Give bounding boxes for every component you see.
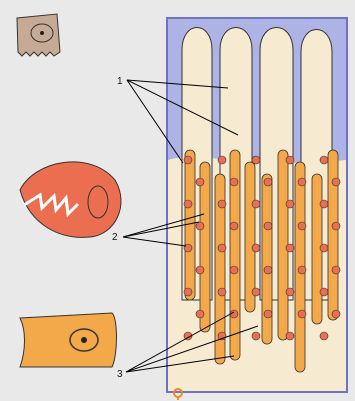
crypt-10 bbox=[328, 150, 338, 320]
paneth-cell-33 bbox=[252, 288, 260, 296]
paneth-cell-4 bbox=[286, 156, 294, 164]
paneth-cell-29 bbox=[298, 266, 306, 274]
label-1: 1 bbox=[117, 76, 123, 87]
paneth-cell-5 bbox=[320, 156, 328, 164]
paneth-cell-19 bbox=[298, 222, 306, 230]
paneth-cell-30 bbox=[332, 266, 340, 274]
paneth-cell-10 bbox=[332, 178, 340, 186]
cell-illustration-3 bbox=[20, 313, 117, 367]
paneth-cell-8 bbox=[264, 178, 272, 186]
paneth-cell-11 bbox=[184, 200, 192, 208]
paneth-cell-27 bbox=[230, 266, 238, 274]
paneth-cell-34 bbox=[286, 288, 294, 296]
cell-illustration-2 bbox=[20, 162, 121, 237]
crypt-6 bbox=[262, 174, 272, 344]
paneth-cell-13 bbox=[252, 200, 260, 208]
paneth-cell-24 bbox=[286, 244, 294, 252]
cell-illustration-1 bbox=[17, 14, 60, 56]
paneth-cell-28 bbox=[264, 266, 272, 274]
paneth-cell-6 bbox=[196, 178, 204, 186]
paneth-cell-35 bbox=[320, 288, 328, 296]
paneth-cell-36 bbox=[196, 310, 204, 318]
villi-panel bbox=[167, 18, 347, 392]
label-3: 3 bbox=[117, 369, 123, 380]
paneth-cell-26 bbox=[196, 266, 204, 274]
paneth-cell-1 bbox=[184, 156, 192, 164]
paneth-cell-39 bbox=[298, 310, 306, 318]
crypt-2 bbox=[200, 162, 210, 332]
paneth-cell-23 bbox=[252, 244, 260, 252]
crypt-7 bbox=[278, 150, 288, 340]
paneth-cell-2 bbox=[218, 156, 226, 164]
paneth-cell-15 bbox=[320, 200, 328, 208]
paneth-cell-9 bbox=[298, 178, 306, 186]
paneth-cell-21 bbox=[184, 244, 192, 252]
paneth-cell-44 bbox=[286, 332, 294, 340]
label-2: 2 bbox=[112, 232, 118, 243]
paneth-cell-31 bbox=[184, 288, 192, 296]
paneth-cell-17 bbox=[230, 222, 238, 230]
paneth-cell-25 bbox=[320, 244, 328, 252]
paneth-cell-7 bbox=[230, 178, 238, 186]
crypt-1 bbox=[185, 150, 195, 300]
paneth-cell-22 bbox=[218, 244, 226, 252]
paneth-cell-18 bbox=[264, 222, 272, 230]
paneth-cell-12 bbox=[218, 200, 226, 208]
paneth-cell-40 bbox=[332, 310, 340, 318]
paneth-cell-20 bbox=[332, 222, 340, 230]
paneth-cell-43 bbox=[252, 332, 260, 340]
paneth-cell-14 bbox=[286, 200, 294, 208]
paneth-cell-16 bbox=[196, 222, 204, 230]
paneth-cell-45 bbox=[320, 332, 328, 340]
paneth-cell-38 bbox=[264, 310, 272, 318]
paneth-cell-32 bbox=[218, 288, 226, 296]
paneth-cell-3 bbox=[252, 156, 260, 164]
